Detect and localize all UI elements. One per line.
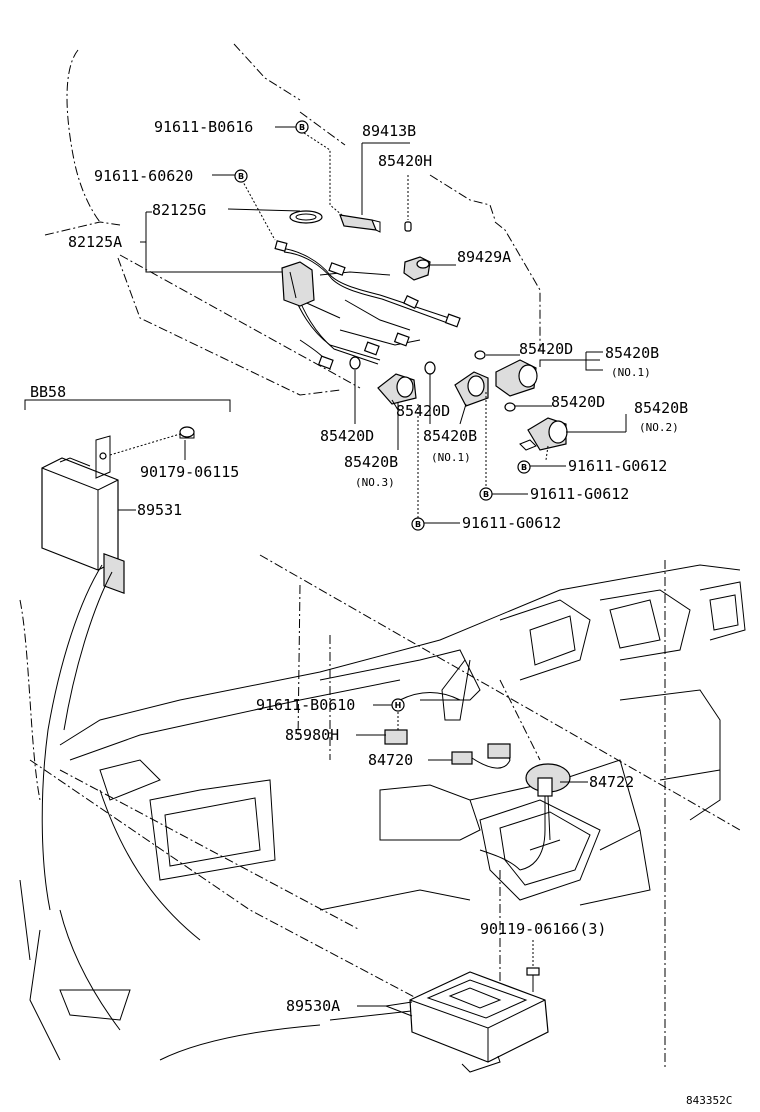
- label-91611-b0610: 91611-B0610: [256, 696, 355, 714]
- sensor-89429a[interactable]: [403, 256, 431, 281]
- label-89429a: 89429A: [457, 248, 511, 266]
- sensor-89413b[interactable]: [339, 214, 381, 233]
- nut-90179-06115[interactable]: [179, 426, 195, 439]
- lower-dash-lines: [19, 554, 741, 1070]
- label-85420h: 85420H: [378, 152, 432, 170]
- bolt-marker-b0616: B: [295, 120, 309, 134]
- label-bb58: BB58: [30, 383, 66, 401]
- label-85420b-1: 85420B: [605, 344, 659, 362]
- bolt-marker-60620: B: [234, 169, 248, 183]
- upper-body-outline: [44, 43, 541, 396]
- bolt-marker-g0612-2: B: [479, 487, 493, 501]
- label-no1-b: (NO.1): [431, 451, 471, 464]
- part-labels: 91611-B0616 89413B 85420H 91611-60620 82…: [30, 118, 732, 1107]
- solenoid-85420b-no3[interactable]: [377, 373, 417, 405]
- bb58-bracket: [24, 399, 231, 412]
- label-85420d-1: 85420D: [519, 340, 573, 358]
- leader-lines: [118, 126, 627, 1017]
- solenoid-85420b-no1-a[interactable]: [495, 359, 538, 397]
- svg-text:B: B: [238, 172, 244, 181]
- label-no3: (NO.3): [355, 476, 395, 489]
- label-89531: 89531: [137, 501, 182, 519]
- label-84720: 84720: [368, 751, 413, 769]
- svg-text:B: B: [299, 123, 305, 132]
- label-90179-06115: 90179-06115: [140, 463, 239, 481]
- label-82125a: 82125A: [68, 233, 122, 251]
- label-90119-06166: 90119-06166(3): [480, 920, 606, 938]
- label-89413b: 89413B: [362, 122, 416, 140]
- shift-switch-84722[interactable]: [519, 763, 571, 871]
- label-84722: 84722: [589, 773, 634, 791]
- label-85420b-4: 85420B: [344, 453, 398, 471]
- label-85420d-3: 85420D: [396, 402, 450, 420]
- svg-text:B: B: [483, 490, 489, 499]
- switch-harness-84720[interactable]: [451, 743, 521, 871]
- grommet-82125g[interactable]: [289, 210, 323, 224]
- solenoid-85420b-no1-b[interactable]: [454, 371, 489, 407]
- label-no1-a: (NO.1): [611, 366, 651, 379]
- connector-85980h[interactable]: [384, 729, 408, 745]
- label-91611-b0616: 91611-B0616: [154, 118, 253, 136]
- label-91611-g0612-3: 91611-G0612: [462, 514, 561, 532]
- label-85420d-2: 85420D: [551, 393, 605, 411]
- label-85980h: 85980H: [285, 726, 339, 744]
- wire-harness-82125a[interactable]: [274, 240, 461, 371]
- svg-text:B: B: [415, 520, 421, 529]
- svg-text:B: B: [521, 463, 527, 472]
- solenoid-85420b-no2[interactable]: [519, 417, 568, 451]
- label-89530a: 89530A: [286, 997, 340, 1015]
- ecu-89530a[interactable]: [409, 971, 549, 1073]
- bolt-marker-g0612-3: B: [411, 517, 425, 531]
- label-85420d-4: 85420D: [320, 427, 374, 445]
- label-85420b-2: 85420B: [634, 399, 688, 417]
- ecu-89531[interactable]: [41, 435, 125, 594]
- label-85420b-3: 85420B: [423, 427, 477, 445]
- lower-cab-outline: [19, 564, 746, 1061]
- figure-code: 843352C: [686, 1094, 732, 1107]
- label-no2: (NO.2): [639, 421, 679, 434]
- svg-text:H: H: [395, 701, 402, 710]
- label-82125g: 82125G: [152, 201, 206, 219]
- bolt-90119-06166[interactable]: [526, 967, 540, 992]
- o-rings-85420d[interactable]: [349, 350, 516, 412]
- label-91611-g0612-2: 91611-G0612: [530, 485, 629, 503]
- bolt-marker-g0612-1: B: [517, 460, 531, 474]
- label-91611-60620: 91611-60620: [94, 167, 193, 185]
- label-91611-g0612-1: 91611-G0612: [568, 457, 667, 475]
- bolt-marker-b0610: H: [391, 698, 405, 712]
- plug-85420h[interactable]: [404, 221, 412, 232]
